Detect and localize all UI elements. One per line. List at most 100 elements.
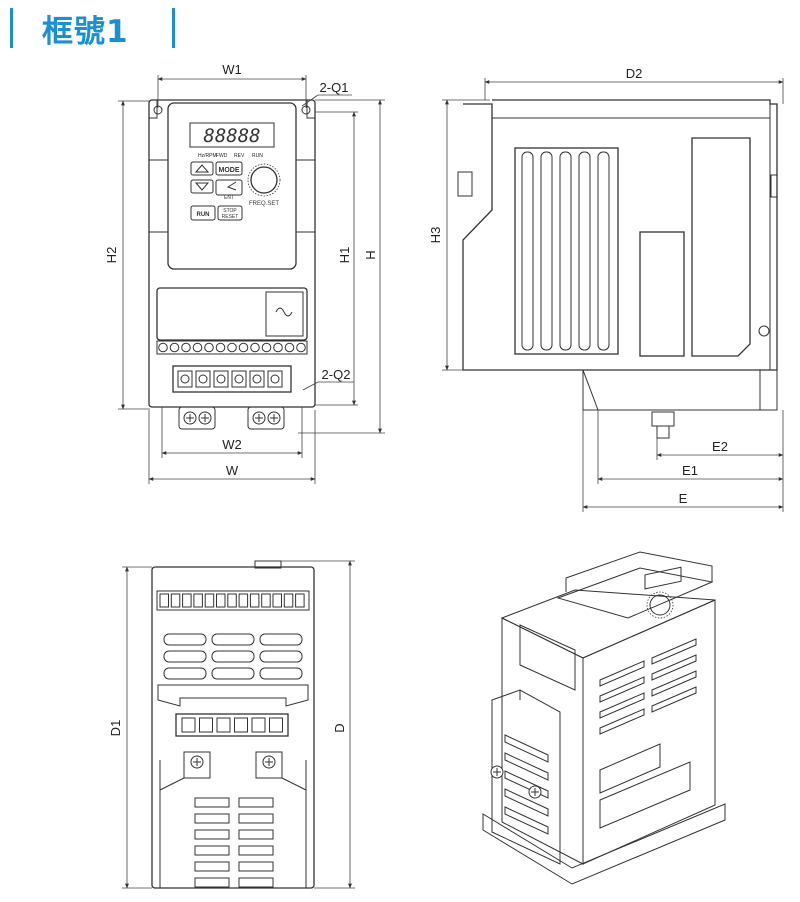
bottom-terminal [269,717,283,733]
bottom-slot [238,877,274,888]
fin-tooth [295,593,305,608]
terminal-hole [227,342,237,353]
side-knob [457,171,473,197]
bottom-vent-slot [211,667,255,680]
iso-vent-slot [599,708,645,735]
side-window-small [639,231,685,357]
power-terminal [249,370,265,388]
bottom-slot [194,797,230,808]
dim-2-q2: 2-Q2 [322,367,351,382]
ground-icon [758,325,770,337]
label-plate [156,287,308,341]
title-bar-left [10,8,13,48]
ground-terminal-left [178,406,216,430]
up-button[interactable] [190,161,214,176]
mode-label: MODE [219,167,240,174]
power-terminal [231,370,247,388]
terminal-hole [284,342,295,353]
enter-label: ENT [224,195,234,201]
bottom-slot [238,845,274,856]
fin-tooth [283,593,294,608]
indicator-rev: REV [234,153,245,159]
fin-tooth [249,593,260,608]
bottom-slot [238,829,274,840]
side-vent-slot [521,151,534,351]
bottom-body [151,566,315,889]
dim-w1: W1 [222,62,242,77]
iso-knob [649,594,671,616]
dim-w: W [226,463,239,478]
terminal-hole [181,342,191,353]
fin-strip [156,590,310,611]
fin-tooth [238,593,249,608]
fin-tooth [170,593,181,608]
bottom-terminal [251,717,266,733]
bottom-slot [238,813,274,824]
stop-label: STOP [223,208,237,214]
down-arrow-icon [194,182,210,191]
dim-e1: E1 [682,463,698,478]
dim-h3: H3 [428,227,443,244]
bottom-slot [194,845,230,856]
run-label: RUN [197,212,210,218]
side-window-large [691,137,751,357]
terminal-hole [250,342,260,353]
power-terminal [195,370,211,388]
terminal-hole [192,342,203,353]
down-button[interactable] [190,179,214,194]
terminal-screw-icon [252,374,262,384]
freq-set-label: FREQ.SET [249,201,279,207]
bottom-vent-slot [259,650,303,663]
keypad-panel [167,102,297,270]
side-vent-frame [514,147,619,355]
side-vent-slot [597,151,610,351]
bottom-slot [194,829,230,840]
page-title: 框號1 [42,14,129,50]
dim-h: H [363,250,378,259]
terminal-hole [273,342,283,353]
dim-d1: D1 [108,720,123,737]
dim-d2: D2 [626,66,643,81]
iso-vent-slot [599,660,645,687]
power-terminal [267,370,283,388]
fin-tooth [204,593,215,608]
terminal-screw-icon [198,374,208,384]
run-button[interactable] [190,205,216,221]
terminal-screw-icon [180,374,190,384]
dim-w2: W2 [222,437,242,452]
terminal-hole [215,342,226,353]
up-arrow-icon [194,164,210,173]
terminal-hole [261,342,272,353]
indicator-hz-rpm: Hz/RPM [198,153,217,159]
iso-front-slot [504,734,549,763]
lower-terminal-block [172,365,292,393]
title-bar-right [172,8,175,48]
terminal-screw-icon [270,374,280,384]
frequency-knob[interactable] [250,166,278,194]
bottom-terminal [216,717,231,733]
fin-tooth [216,593,226,608]
dim-d: D [332,723,347,732]
dim-e: E [679,491,688,506]
bottom-slot [194,813,230,824]
bottom-vent-slot [163,633,207,646]
terminal-screw-icon [216,374,226,384]
front-body [148,99,316,408]
bottom-vent-slot [163,667,207,680]
side-vent-slot [540,151,553,351]
enter-arrow-icon [226,181,237,191]
fin-tooth [193,593,203,608]
warning-icon [275,307,293,317]
dim-2-q1: 2-Q1 [320,80,349,95]
enter-button[interactable] [215,179,243,196]
mode-button[interactable] [215,161,243,176]
bottom-slot [238,797,274,808]
side-body [462,99,778,371]
bottom-terminal [234,717,248,733]
display-digits: 88888 [203,125,260,147]
stop-reset-button[interactable] [217,205,243,221]
iso-vent-slot [651,686,697,713]
bottom-slot [194,861,230,872]
bottom-slot [194,877,230,888]
bottom-vent-slot [211,650,255,663]
